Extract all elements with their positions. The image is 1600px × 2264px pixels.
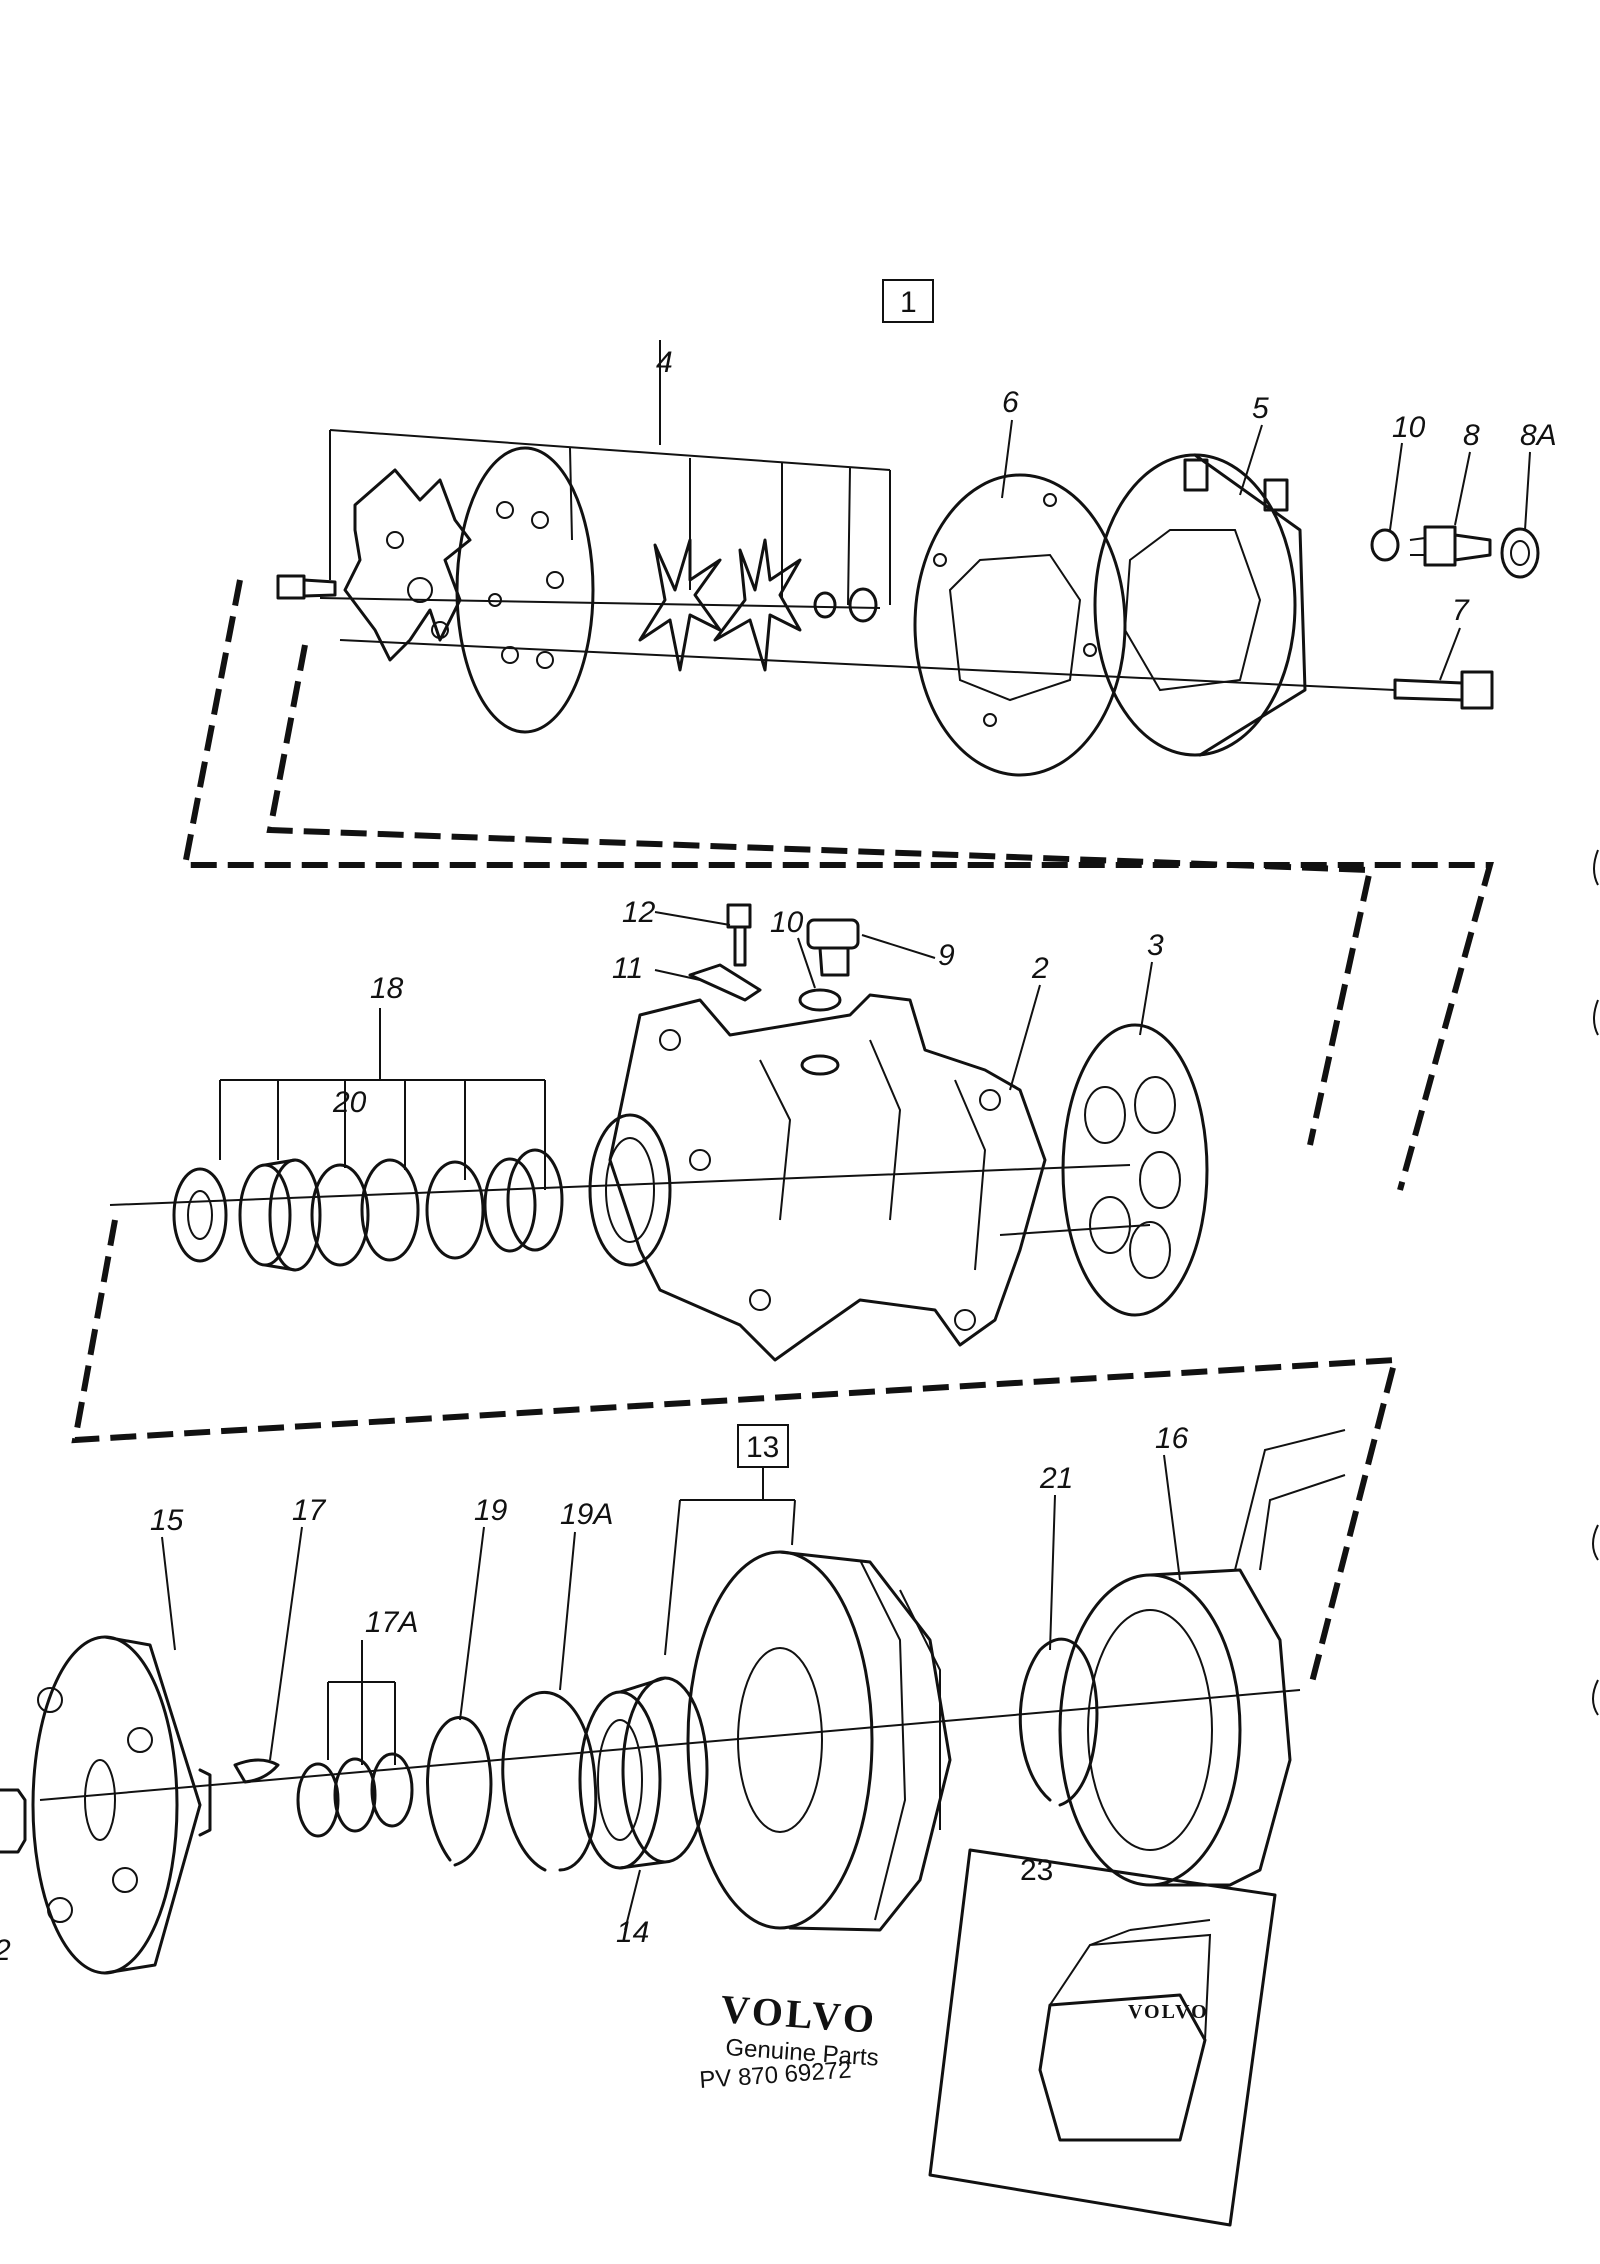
- bearing-14: [578, 1676, 709, 1870]
- label-6: 6: [1002, 386, 1019, 419]
- compressor-body-2: [588, 993, 1047, 1362]
- label-4: 4: [656, 346, 673, 379]
- seal-washer-10: [1370, 528, 1400, 562]
- label-17: 17: [292, 1494, 327, 1527]
- gasket-6: [913, 473, 1127, 777]
- bearing-race: [238, 1158, 322, 1272]
- reed-star-1: [638, 538, 722, 672]
- label-7: 7: [1452, 594, 1470, 627]
- dashed-link-middle: [71, 1219, 1399, 1691]
- label-2: 2: [1031, 952, 1049, 985]
- bottom-assembly: [0, 1429, 1346, 1975]
- screw-part: [276, 574, 337, 600]
- label-8a: 8A: [1520, 419, 1557, 452]
- kit-box-logo: VOLVO: [1128, 2001, 1209, 2023]
- bearing-20: [310, 1163, 370, 1267]
- label-3: 3: [1147, 929, 1164, 962]
- group-box-1: [882, 279, 934, 323]
- reed-valve-plate: [343, 468, 472, 662]
- plug-9: [806, 918, 860, 977]
- label-17a: 17A: [365, 1606, 418, 1639]
- dashed-link-top-left: [181, 579, 1494, 1191]
- bracket-11: [688, 963, 762, 1002]
- label-5: 5: [1252, 392, 1269, 425]
- middle-assembly: [109, 903, 1209, 1362]
- kit-box-23: VOLVO: [928, 1848, 1277, 2227]
- field-coil-16: [1058, 1429, 1346, 1887]
- label-23: 23: [1020, 1854, 1053, 1887]
- group-box-1-label: 1: [900, 286, 917, 319]
- dashed-link-top-inner: [266, 644, 1374, 1146]
- through-bolt-7: [1393, 670, 1494, 710]
- cap-nut-8a: [1500, 527, 1540, 579]
- label-20: 20: [332, 1086, 367, 1119]
- valve-plate-3: [1061, 1023, 1209, 1317]
- screw-12: [726, 903, 752, 967]
- label-8: 8: [1463, 419, 1480, 452]
- label-14: 14: [616, 1916, 649, 1949]
- reed-star-2: [713, 538, 802, 672]
- label-18: 18: [370, 972, 404, 1005]
- label-10-top: 10: [1392, 411, 1426, 444]
- label-19a: 19A: [560, 1498, 613, 1531]
- label-9: 9: [938, 939, 955, 972]
- valve-fitting-8: [1409, 525, 1492, 567]
- brand-block: VOLVO Genuine Parts PV 870 69272: [699, 1986, 880, 2094]
- brand-part-number: PV 870 69272: [699, 2056, 853, 2094]
- washer-10b: [798, 988, 842, 1012]
- clutch-hub-15: [31, 1635, 212, 1975]
- rear-head-5: [1093, 453, 1307, 757]
- brand-logo: VOLVO: [719, 1986, 878, 2042]
- part-labels: 4 6 5 10 8 8A 7 12 10 9 11 2 3 18 20 16 …: [0, 346, 1557, 1967]
- valve-plate-disc: [455, 446, 595, 734]
- label-22-partial: 2: [0, 1934, 11, 1967]
- circlip-19: [426, 1716, 493, 1867]
- label-21: 21: [1039, 1462, 1073, 1495]
- leader-lines: [161, 419, 1531, 1931]
- label-10-mid: 10: [770, 906, 804, 939]
- shaft-seal: [483, 1148, 564, 1253]
- label-16: 16: [1155, 1422, 1189, 1455]
- label-11: 11: [612, 952, 643, 985]
- snap-ring-19a: [501, 1690, 598, 1872]
- nut-22: [0, 1788, 27, 1854]
- group-box-13-label: 13: [746, 1431, 779, 1464]
- top-assembly: [276, 340, 1540, 777]
- label-12: 12: [622, 896, 656, 929]
- label-19: 19: [474, 1494, 508, 1527]
- key-17: [233, 1758, 280, 1784]
- label-15: 15: [150, 1504, 184, 1537]
